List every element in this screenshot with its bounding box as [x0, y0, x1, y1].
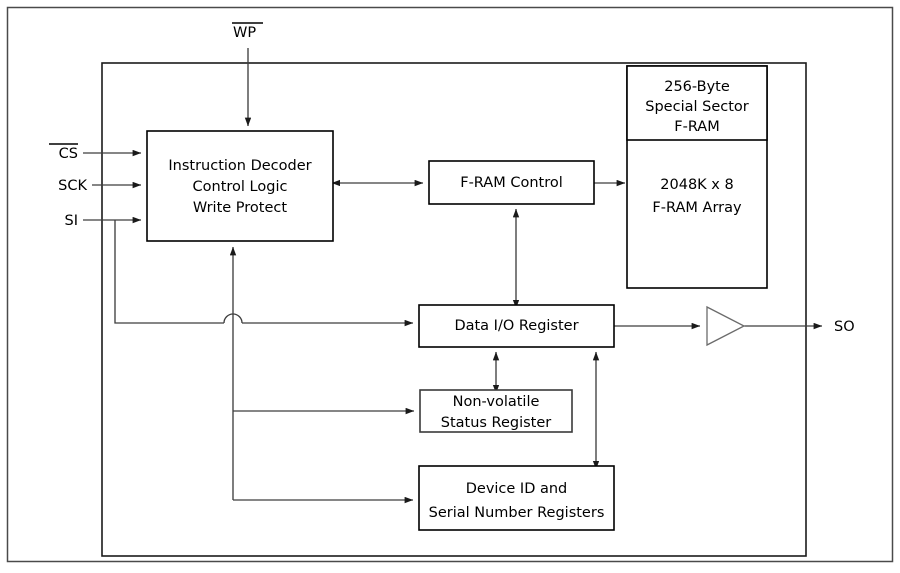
wire-si-branch-to-data-io	[114, 220, 224, 324]
pin-label-wp: WP	[233, 25, 256, 41]
pin-label-cs: CS	[59, 146, 78, 162]
pin-label-so: SO	[834, 319, 855, 335]
block-device-id-register[interactable]	[418, 465, 615, 531]
fram-array-line-1: 2048K x 8	[660, 177, 733, 193]
block-fram-control[interactable]	[428, 160, 595, 205]
block-special-sector-fram[interactable]	[626, 65, 768, 141]
data-io-register-label: Data I/O Register	[454, 318, 578, 334]
block-instruction-decoder[interactable]	[146, 130, 334, 242]
device-id-line-1: Device ID and	[466, 481, 568, 497]
device-id-line-2: Serial Number Registers	[429, 505, 605, 521]
pin-label-sck: SCK	[58, 178, 87, 194]
output-buffer-triangle-icon	[706, 305, 746, 347]
fram-array-line-2: F-RAM Array	[652, 200, 742, 216]
special-sector-line-1: 256-Byte	[664, 79, 730, 95]
status-register-line-1: Non-volatile	[453, 394, 540, 410]
fram-control-label: F-RAM Control	[460, 175, 563, 191]
special-sector-line-3: F-RAM	[674, 119, 720, 135]
pin-label-si: SI	[65, 213, 78, 229]
instruction-decoder-line-2: Control Logic	[193, 179, 288, 195]
status-register-line-2: Status Register	[441, 415, 552, 431]
chip-boundary-frame	[101, 62, 807, 557]
block-status-register[interactable]	[419, 389, 573, 433]
special-sector-line-2: Special Sector	[645, 99, 749, 115]
instruction-decoder-line-3: Write Protect	[193, 200, 287, 216]
block-data-io-register[interactable]	[418, 304, 615, 348]
instruction-decoder-line-1: Instruction Decoder	[168, 158, 311, 174]
image-outer-frame	[6, 6, 894, 563]
